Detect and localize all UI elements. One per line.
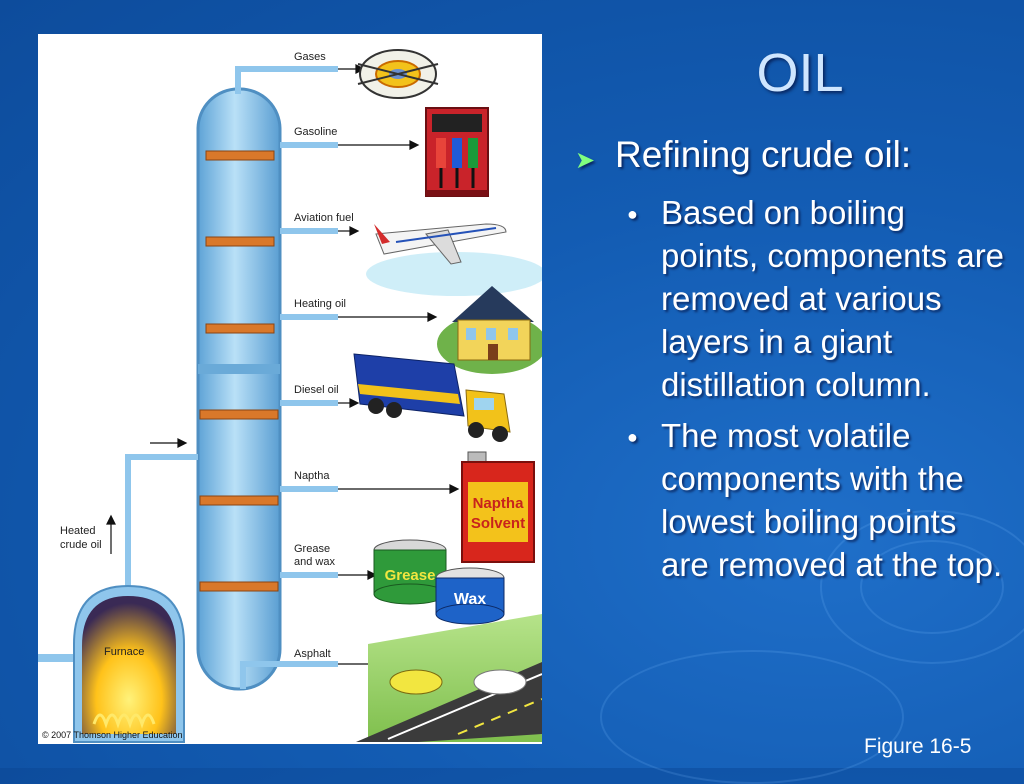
distillation-diagram: Gases Gasoline Aviation fuel Heating oil… — [38, 49, 542, 743]
fraction-labels: Gases Gasoline Aviation fuel Heating oil… — [60, 51, 354, 660]
background-ripple — [860, 540, 1004, 634]
house-icon — [437, 286, 542, 374]
label-naptha: Naptha — [294, 470, 330, 482]
distillation-column — [196, 87, 282, 691]
slide-title: OIL — [756, 43, 844, 103]
outlet-pipes — [125, 66, 338, 689]
furnace-label: Furnace — [104, 646, 144, 658]
gas-pump-icon — [425, 107, 489, 197]
label-gasoline: Gasoline — [294, 126, 337, 138]
tin-text-grease: Grease — [385, 567, 436, 584]
label-gases: Gases — [294, 51, 326, 63]
label-grease: Grease — [294, 543, 330, 555]
grease-wax-tins-icon: Grease Wax — [373, 539, 505, 625]
label-and-wax: and wax — [294, 556, 335, 568]
label-diesel-oil: Diesel oil — [294, 384, 339, 396]
can-text-solvent: Solvent — [471, 515, 525, 532]
can-text-naptha: Naptha — [473, 495, 524, 512]
sub-bullet-text: The most volatile components with the lo… — [661, 417, 1003, 583]
distillation-figure: Gases Gasoline Aviation fuel Heating oil… — [38, 34, 542, 744]
label-heating-oil: Heating oil — [294, 298, 346, 310]
column-trays — [199, 150, 279, 592]
label-heated: Heated — [60, 525, 95, 537]
sub-bullet-text: Based on boiling points, components are … — [661, 194, 1005, 403]
sub-bullet: ● Based on boiling points, components ar… — [627, 191, 1015, 406]
dot-bullet-icon: ● — [627, 204, 638, 224]
naptha-solvent-can-icon: Naptha Solvent — [461, 451, 535, 563]
background-ripple — [820, 510, 1024, 664]
airplane-icon — [366, 223, 542, 296]
tin-text-wax: Wax — [454, 591, 486, 608]
dot-bullet-icon: ● — [627, 427, 638, 447]
furnace: Furnace — [38, 584, 185, 743]
label-aviation-fuel: Aviation fuel — [294, 212, 354, 224]
copyright-text: © 2007 Thomson Higher Education — [42, 730, 183, 740]
asphalt-road-icon — [356, 614, 542, 742]
label-asphalt: Asphalt — [294, 648, 331, 660]
bullet-main-text: Refining crude oil: — [615, 134, 912, 175]
figure-caption: Figure 16-5 — [864, 735, 972, 758]
flow-arrows — [106, 64, 460, 669]
truck-icon — [353, 353, 511, 442]
background-ripple — [600, 650, 904, 784]
sub-bullet: ● The most volatile components with the … — [627, 414, 1015, 586]
arrow-bullet-icon: ➤ — [575, 147, 596, 174]
bullet-list: ➤ Refining crude oil: ● Based on boiling… — [575, 133, 1015, 586]
label-crude-oil: crude oil — [60, 539, 102, 551]
bullet-main: ➤ Refining crude oil: — [575, 133, 1015, 183]
gas-burner-icon — [357, 49, 439, 99]
